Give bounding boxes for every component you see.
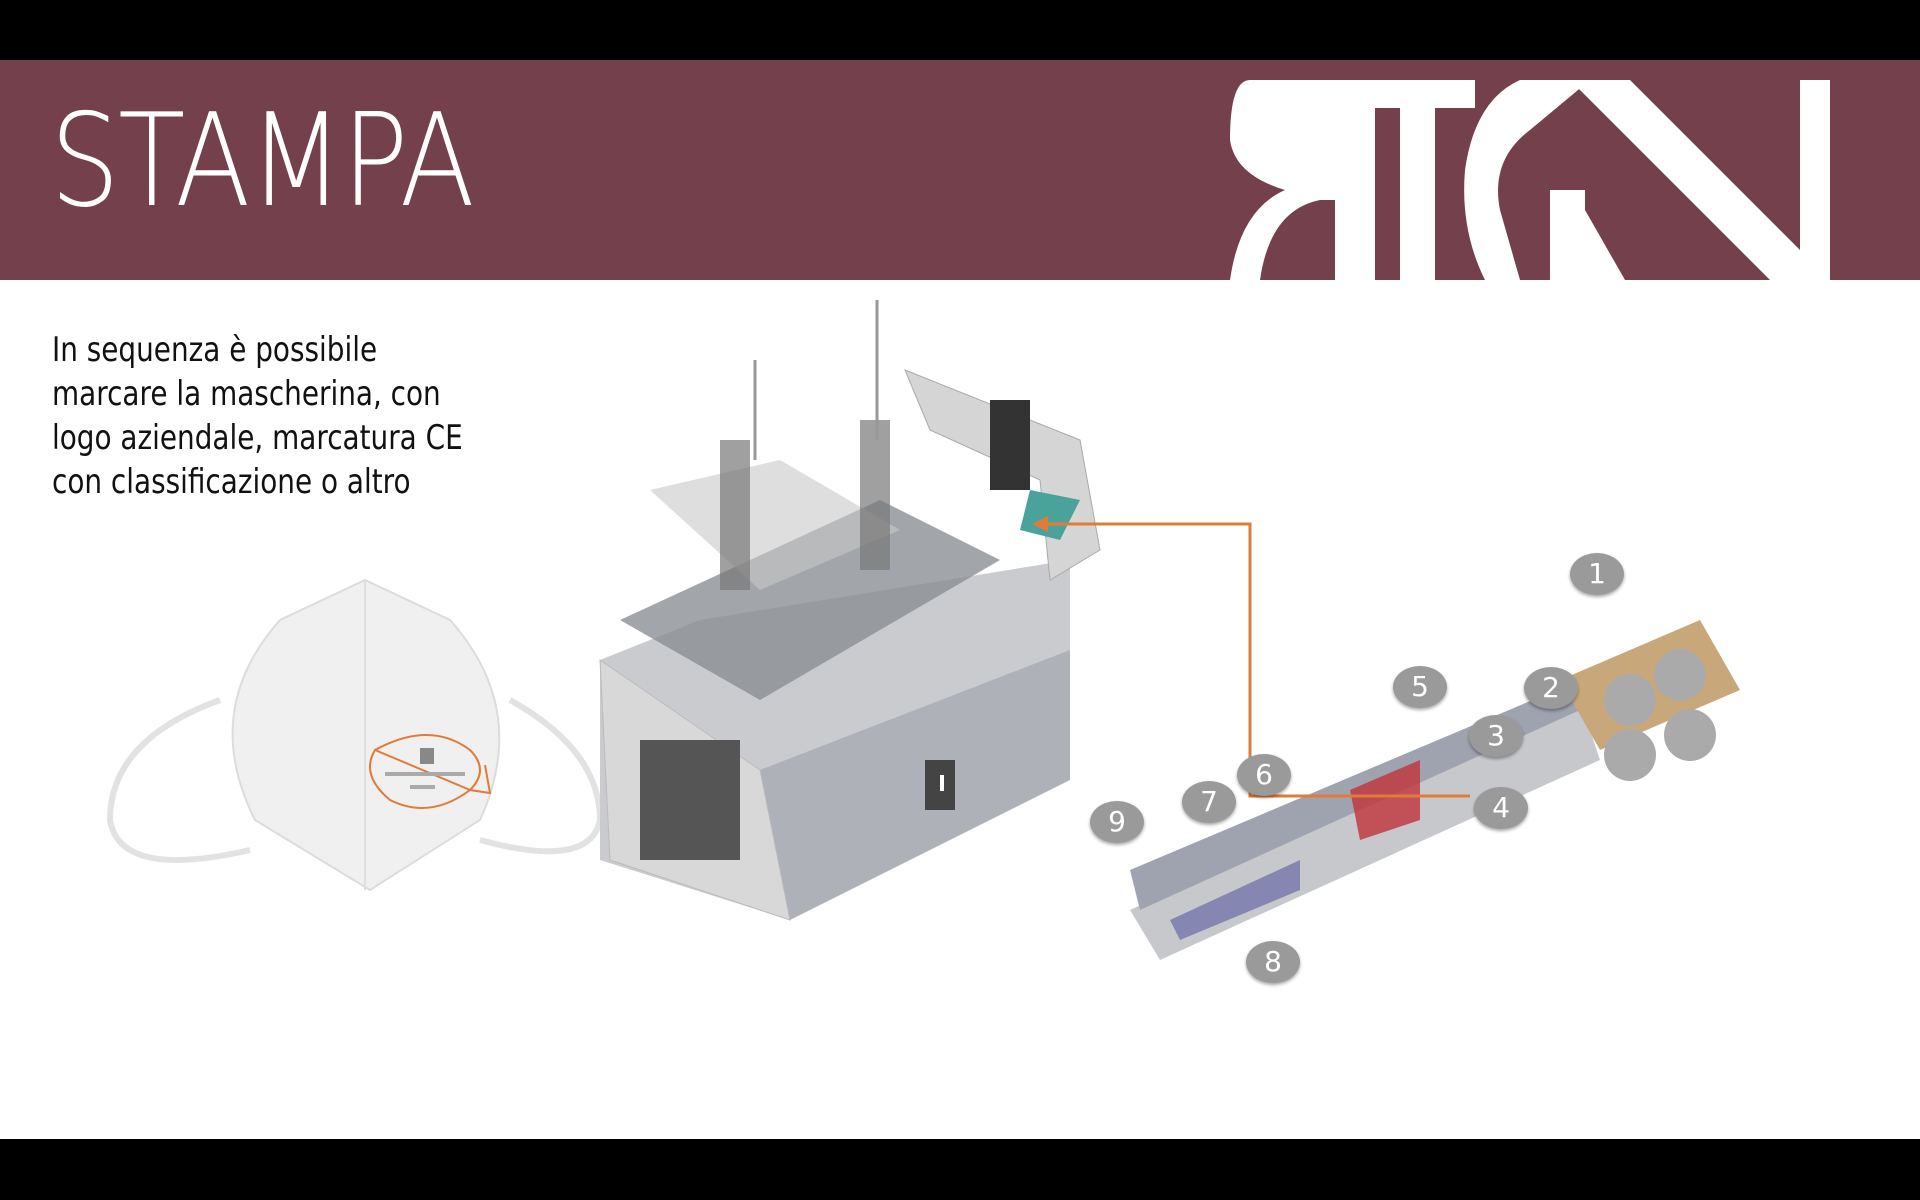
description-line: logo aziendale, marcatura CE — [52, 418, 463, 458]
face-mask-image — [106, 578, 604, 892]
station-badge-4: 4 — [1474, 787, 1528, 829]
printing-machine-image — [599, 300, 1101, 921]
page-title: STAMPA — [50, 87, 475, 236]
description-line: marcare la mascherina, con — [52, 374, 441, 414]
description-line: con classificazione o altro — [52, 462, 411, 502]
slide: STAMPA In sequenza è possibile marcare l… — [0, 60, 1920, 1139]
station-badge-7: 7 — [1182, 781, 1236, 823]
illustration — [106, 300, 1740, 960]
station-badge-8: 8 — [1246, 941, 1300, 983]
station-badge-9: 9 — [1090, 801, 1144, 843]
station-badge-5: 5 — [1393, 666, 1447, 708]
callout-line — [1040, 522, 1470, 798]
arrow-icon — [1032, 516, 1048, 532]
station-badge-6: 6 — [1237, 754, 1291, 796]
station-badge-3: 3 — [1469, 715, 1523, 757]
station-badge-2: 2 — [1524, 667, 1578, 709]
header-band: STAMPA — [0, 60, 1920, 280]
brand-logo — [1230, 80, 1830, 280]
station-badge-1: 1 — [1570, 553, 1624, 595]
description-line: In sequenza è possibile — [52, 330, 378, 370]
description-text: In sequenza è possibile marcare la masch… — [52, 328, 577, 504]
